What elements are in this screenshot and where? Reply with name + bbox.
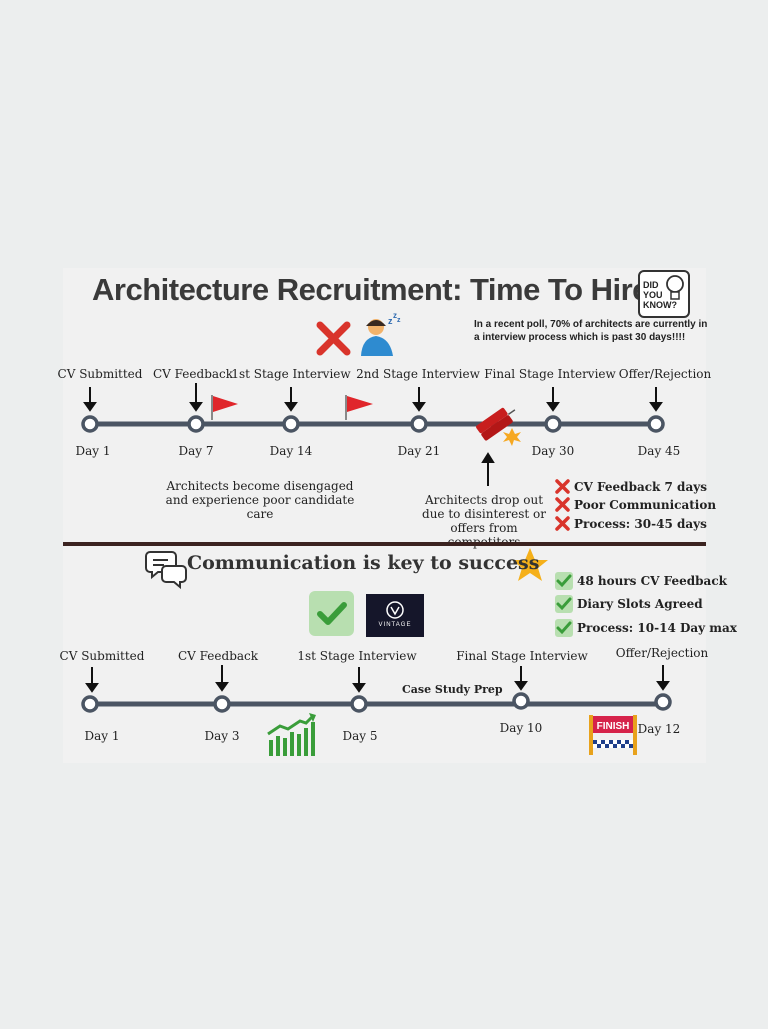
vintage-emblem-icon <box>386 601 404 619</box>
stage-final-interview: Final Stage Interview <box>456 649 588 663</box>
negative-item: CV Feedback 7 days <box>574 480 707 494</box>
bar-chart-growth-icon <box>267 713 316 756</box>
section-divider <box>63 542 706 546</box>
node-day-3 <box>213 695 231 713</box>
vintage-logo: VINTAGE <box>366 594 424 637</box>
day-label: Day 7 <box>178 444 214 458</box>
stage-2nd-interview: 2nd Stage Interview <box>356 367 480 381</box>
dyk-line2: YOU <box>643 290 663 300</box>
day-label: Day 3 <box>204 729 240 743</box>
day-label: Day 1 <box>84 729 120 743</box>
node-day-12 <box>654 693 672 711</box>
stage-1st-interview: 1st Stage Interview <box>297 649 417 663</box>
timeline-1-arrows <box>83 383 663 486</box>
page-title: Architecture Recruitment: Time To Hire <box>92 272 649 307</box>
day-label: Day 30 <box>531 444 575 458</box>
svg-text:z: z <box>388 316 393 326</box>
check-icon <box>555 572 573 590</box>
timeline-2-nodes <box>81 692 672 713</box>
positive-item: Diary Slots Agreed <box>577 597 703 611</box>
day-label: Day 45 <box>637 444 681 458</box>
day-label: Day 10 <box>499 721 543 735</box>
cross-icon <box>555 516 570 531</box>
node-day-45 <box>647 415 665 433</box>
day-label: Day 21 <box>397 444 441 458</box>
day-label: Day 14 <box>269 444 313 458</box>
finish-text: FINISH <box>597 721 630 732</box>
stage-offer: Offer/Rejection <box>618 367 712 381</box>
vintage-logo-text: VINTAGE <box>378 622 412 628</box>
section2-title: Communication is key to success <box>187 552 540 574</box>
stage-cv-submitted: CV Submitted <box>57 367 143 381</box>
svg-text:z: z <box>397 317 401 324</box>
positive-item: 48 hours CV Feedback <box>577 574 727 588</box>
stage-cv-submitted: CV Submitted <box>59 649 145 663</box>
stage-cv-feedback: CV Feedback <box>152 367 234 381</box>
day-label: Day 12 <box>637 722 681 736</box>
sleeping-person-icon: z z z <box>361 311 401 356</box>
poll-statement: In a recent poll, 70% of architects are … <box>474 319 708 343</box>
cross-icon <box>555 479 570 494</box>
node-day-1 <box>81 415 99 433</box>
node-day-14 <box>282 415 300 433</box>
node-day-5 <box>350 695 368 713</box>
dynamite-icon <box>476 407 516 441</box>
flag-icon <box>211 395 238 420</box>
stage-final-interview: Final Stage Interview <box>484 367 616 381</box>
star-icon <box>512 548 548 581</box>
spark-icon <box>503 428 521 446</box>
node-day-21 <box>410 415 428 433</box>
node-day-10 <box>512 692 530 710</box>
stage-1st-interview: 1st Stage Interview <box>231 367 351 381</box>
lightbulb-icon <box>666 275 684 300</box>
check-icon <box>317 602 347 625</box>
dyk-line1: DID <box>643 280 659 290</box>
day-label: Day 1 <box>75 444 111 458</box>
stage-offer: Offer/Rejection <box>615 646 709 660</box>
note-disengaged: Architects become disengaged and experie… <box>165 479 355 521</box>
node-day-30 <box>544 415 562 433</box>
did-you-know-badge: DID YOU KNOW? <box>638 270 690 318</box>
dyk-line3: KNOW? <box>643 300 677 310</box>
timeline-1-nodes <box>81 415 665 433</box>
svg-text:z: z <box>393 311 397 320</box>
check-icon <box>555 619 573 637</box>
negative-item: Poor Communication <box>574 498 717 512</box>
chat-bubbles-icon <box>145 551 187 590</box>
cross-icon <box>316 321 351 356</box>
finish-banner-icon: FINISH <box>589 715 637 755</box>
flag-icon <box>345 395 373 420</box>
day-label: Day 5 <box>342 729 378 743</box>
timeline-2-arrows <box>85 665 670 693</box>
big-check-badge <box>309 591 354 636</box>
case-study-label: Case Study Prep <box>402 683 503 696</box>
positive-item: Process: 10-14 Day max <box>577 621 737 635</box>
cross-icon <box>555 497 570 512</box>
stage-cv-feedback: CV Feedback <box>177 649 259 663</box>
node-day-7 <box>187 415 205 433</box>
node-day-1 <box>81 695 99 713</box>
negative-item: Process: 30-45 days <box>574 517 707 531</box>
check-icon <box>555 595 573 613</box>
